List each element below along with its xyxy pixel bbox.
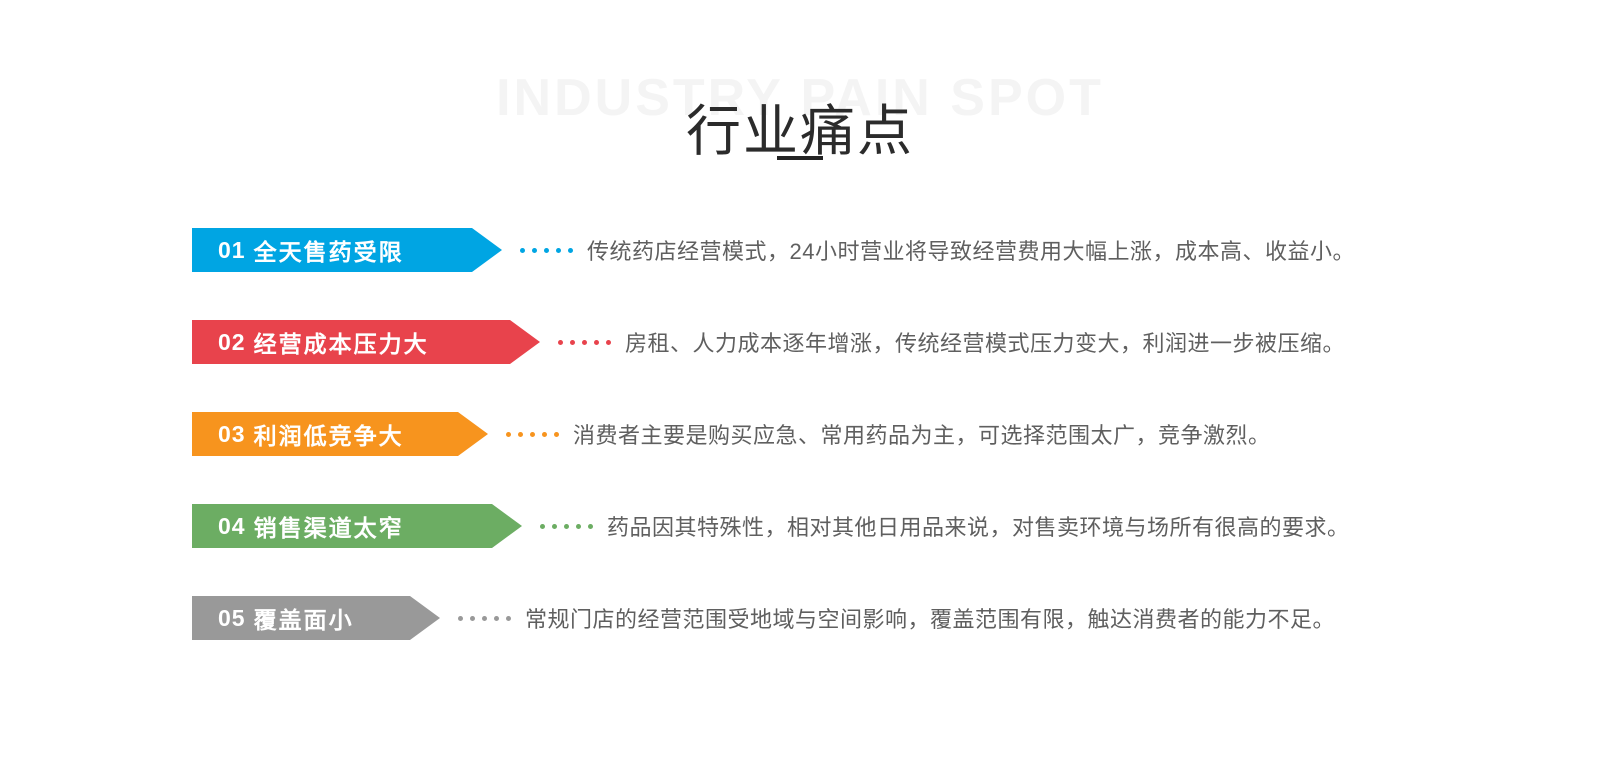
leader-dot-icon [542,431,547,437]
pain-point-row: 05 覆盖面小 常规门店的经营范围受地域与空间影响，覆盖范围有限，触达消费者的能力不… [192,596,1335,640]
leader-dot-icon [540,523,545,529]
dotted-leader-icon [540,523,593,529]
leader-dot-icon [544,247,549,253]
pain-point-description: 常规门店的经营范围受地域与空间影响，覆盖范围有限，触达消费者的能力不足。 [525,607,1336,632]
leader-dot-icon [530,431,535,437]
dotted-leader-icon [506,431,559,437]
pain-point-description: 消费者主要是购买应急、常用药品为主，可选择范围太广，竞争激烈。 [573,423,1271,448]
leader-dot-icon [482,615,487,621]
pain-point-description: 药品因其特殊性，相对其他日用品来说，对售卖环境与场所有很高的要求。 [607,515,1350,540]
leader-dot-icon [470,615,475,621]
pain-point-row: 04 销售渠道太窄 药品因其特殊性，相对其他日用品来说，对售卖环境与场所有很高的要求… [192,504,1350,548]
leader-dot-icon [582,339,587,345]
leader-dot-icon [606,339,611,345]
pain-point-number: 05 [218,604,246,631]
pain-point-description: 传统药店经营模式，24小时营业将导致经营费用大幅上涨，成本高、收益小。 [587,239,1355,264]
dotted-leader-icon [458,615,511,621]
leader-dot-icon [568,247,573,253]
leader-dot-icon [532,247,537,253]
leader-dot-icon [506,615,511,621]
pain-point-row: 02 经营成本压力大 房租、人力成本逐年增涨，传统经营模式压力变大，利润进一步被压缩… [192,320,1345,364]
leader-dot-icon [594,339,599,345]
pain-point-description: 房租、人力成本逐年增涨，传统经营模式压力变大，利润进一步被压缩。 [625,331,1346,356]
dotted-leader-icon [558,339,611,345]
pain-point-row: 03 利润低竞争大 消费者主要是购买应急、常用药品为主，可选择范围太广，竞争激烈。 [192,412,1271,456]
pain-point-label: 经营成本压力大 [253,331,429,357]
pain-point-row: 01 全天售药受限 传统药店经营模式，24小时营业将导致经营费用大幅上涨，成本高、收… [192,228,1355,272]
slide-header: INDUSTRY PAIN SPOT 行业痛点 [0,0,1600,200]
pain-point-banner-02[interactable]: 02 经营成本压力大 [192,320,540,364]
pain-point-banner-05[interactable]: 05 覆盖面小 [192,596,440,640]
leader-dot-icon [564,523,569,529]
pain-point-label: 覆盖面小 [253,607,354,633]
leader-dot-icon [554,431,559,437]
dotted-leader-icon [520,247,573,253]
pain-point-banner-03[interactable]: 03 利润低竞争大 [192,412,488,456]
leader-dot-icon [570,339,575,345]
pain-point-label: 销售渠道太窄 [253,515,404,541]
pain-point-number: 02 [218,328,246,355]
leader-dot-icon [518,431,523,437]
leader-dot-icon [576,523,581,529]
leader-dot-icon [494,615,499,621]
pain-point-number: 04 [218,512,246,539]
header-watermark-text: INDUSTRY PAIN SPOT [496,69,1104,127]
pain-point-banner-01[interactable]: 01 全天售药受限 [192,228,502,272]
leader-dot-icon [588,523,593,529]
leader-dot-icon [558,339,563,345]
leader-dot-icon [556,247,561,253]
pain-point-number: 01 [218,236,246,263]
title-underline-rule [777,156,823,160]
pain-point-number: 03 [218,420,246,447]
pain-point-label: 利润低竞争大 [253,423,404,449]
page-title: 行业痛点 [685,100,914,162]
pain-point-banner-04[interactable]: 04 销售渠道太窄 [192,504,522,548]
leader-dot-icon [506,431,511,437]
pain-point-label: 全天售药受限 [253,239,404,265]
leader-dot-icon [458,615,463,621]
leader-dot-icon [520,247,525,253]
leader-dot-icon [552,523,557,529]
